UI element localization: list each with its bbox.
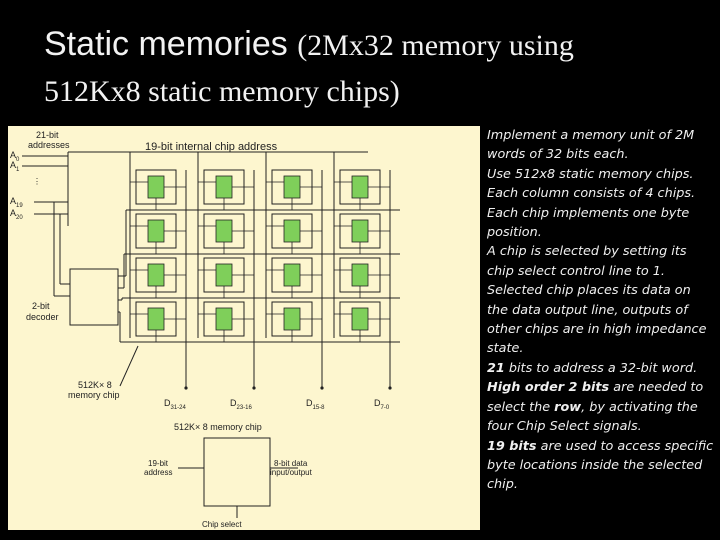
- data-bus-end-col-1: [252, 386, 256, 390]
- note-9-bold: 19 bits: [487, 438, 537, 454]
- decoder-box: [69, 268, 119, 326]
- note-7-rest: bits to address a 32-bit word.: [504, 360, 698, 376]
- note-7: 21 bits to address a 32-bit word.: [487, 359, 715, 378]
- detail-title: 512K× 8 memory chip: [174, 422, 262, 432]
- a19-label: A19: [10, 196, 23, 209]
- detail-data-label-2: input/output: [270, 468, 313, 477]
- chip-core-r1-c0: [147, 219, 165, 243]
- a20-label: A20: [10, 208, 23, 221]
- a1-label: A1: [10, 160, 20, 173]
- detail-addr-label-1: 19-bit: [148, 459, 169, 468]
- note-8-mid: are needed to select the: [487, 380, 704, 415]
- chip-label-2: memory chip: [68, 390, 120, 400]
- note-4: Each chip implements one byte position.: [487, 205, 690, 241]
- chip-core-r1-c3: [351, 219, 369, 243]
- output-d31-24: D31-24: [164, 398, 187, 411]
- chip-core-r2-c3: [351, 263, 369, 287]
- title-line2: 512Kx8 static memory chips): [44, 75, 400, 108]
- chip-core-r2-c2: [283, 263, 301, 287]
- chip-core-r2-c0: [147, 263, 165, 287]
- note-1: Implement a memory unit of 2M words of 3…: [487, 128, 695, 163]
- chip-core-r0-c3: [351, 175, 369, 199]
- chip-core-r3-c0: [147, 307, 165, 331]
- chip-label-1: 512K× 8: [78, 380, 112, 390]
- address-input-lines: [22, 151, 368, 296]
- decoder-label-2: decoder: [26, 312, 59, 322]
- data-bus-end-col-0: [184, 386, 188, 390]
- chip-core-r2-c1: [215, 263, 233, 287]
- output-d7-0: D7-0: [374, 398, 390, 411]
- title-part1: Static memories: [44, 25, 288, 63]
- a0-label: A0: [10, 150, 20, 163]
- detail-chip-box: [203, 437, 271, 507]
- addr-label-1: 21-bit: [36, 130, 59, 140]
- note-8: High order 2 bits are needed to select t…: [487, 378, 715, 436]
- data-bus-end-col-3: [388, 386, 392, 390]
- note-8-row: row: [554, 399, 582, 415]
- note-9: 19 bits are used to access specific byte…: [487, 437, 715, 495]
- note-7-bold: 21: [487, 360, 505, 376]
- chip-label-pointer: [119, 345, 139, 387]
- note-8-rest: , by activating the four Chip Select sig…: [487, 399, 698, 435]
- note-9-rest: are used to access specific byte locatio…: [487, 438, 714, 493]
- memory-organization-figure: 21-bit addresses A0 A1 A19 A20 19-bit in…: [8, 126, 480, 530]
- note-8-bold: High order 2 bits: [487, 380, 610, 396]
- note-3: Each column consists of 4 chips.: [487, 186, 696, 202]
- memory-diagram: 21-bit addresses A0 A1 A19 A20 19-bit in…: [10, 130, 400, 529]
- note-2: Use 512x8 static memory chips.: [487, 166, 694, 182]
- chip-core-r0-c2: [283, 175, 301, 199]
- detail-addr-label-2: address: [144, 468, 172, 477]
- ellipsis-dots: ⋮: [33, 177, 41, 186]
- chip-core-r3-c3: [351, 307, 369, 331]
- chip-core-r1-c1: [215, 219, 233, 243]
- note-6: Selected chip places its data on the dat…: [487, 283, 707, 357]
- chip-core-r1-c2: [283, 219, 301, 243]
- chip-core-r0-c1: [215, 175, 233, 199]
- title-part2: (2Mx32 memory using: [297, 29, 574, 62]
- detail-data-label-1: 8-bit data: [274, 459, 308, 468]
- chip-grid: [118, 152, 400, 390]
- notes-panel: Implement a memory unit of 2M words of 3…: [487, 126, 715, 495]
- chip-core-r3-c1: [215, 307, 233, 331]
- decoder-label-1: 2-bit: [32, 301, 50, 311]
- output-d23-16: D23-16: [230, 398, 253, 411]
- addr-label-2: addresses: [28, 140, 70, 150]
- output-d15-8: D15-8: [306, 398, 325, 411]
- detail-cs-label: Chip select: [202, 520, 242, 529]
- internal-address-label: 19-bit internal chip address: [145, 141, 278, 153]
- note-5: A chip is selected by setting its chip s…: [487, 244, 687, 279]
- chip-core-r3-c2: [283, 307, 301, 331]
- slide-title: Static memories (2Mx32 memory using 512K…: [44, 22, 704, 114]
- chip-core-r0-c0: [147, 175, 165, 199]
- data-bus-end-col-2: [320, 386, 324, 390]
